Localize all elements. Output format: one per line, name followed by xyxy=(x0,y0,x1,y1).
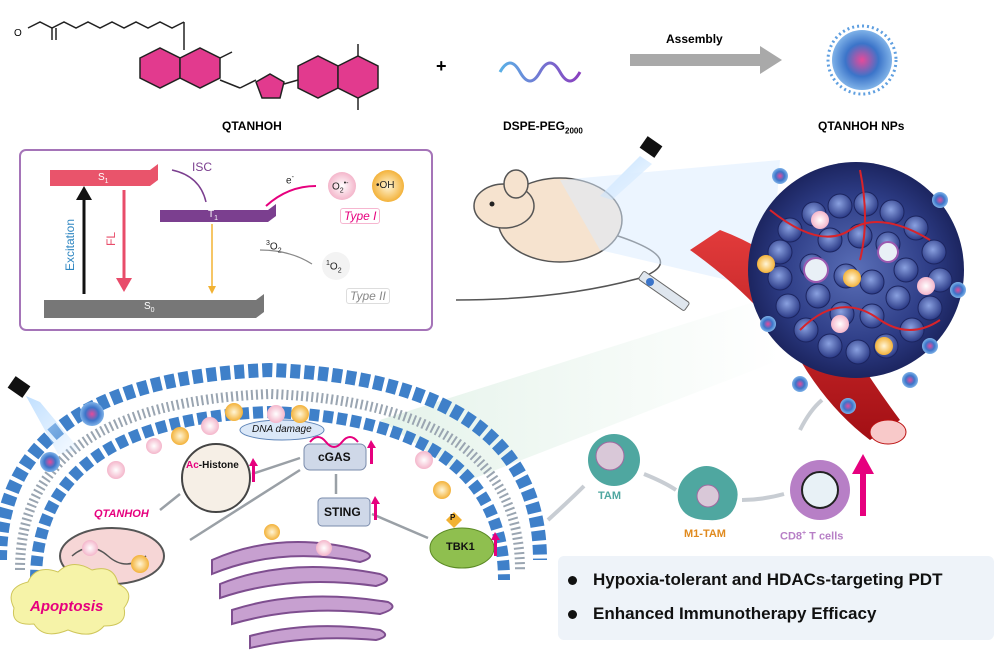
nanoparticles-label: QTANHOH NPs xyxy=(818,119,905,133)
pathway-arrows xyxy=(159,456,429,542)
s0-letter: S xyxy=(144,301,151,312)
isc-arrow xyxy=(171,169,207,203)
singlet-oxygen-letter: O xyxy=(329,261,338,273)
ac-histone-label: Ac-Histone xyxy=(186,460,239,471)
electron-label: e- xyxy=(286,174,294,186)
highlight-item: Enhanced Immunotherapy Efficacy xyxy=(568,604,876,624)
qtanhoh-label: QTANHOH xyxy=(222,119,282,133)
syringe-icon xyxy=(638,271,690,311)
histone-nucleus xyxy=(181,443,251,513)
t1-level xyxy=(160,204,276,222)
highlight-text: Enhanced Immunotherapy Efficacy xyxy=(593,604,877,623)
highlights-panel: Hypoxia-tolerant and HDACs-targeting PDT… xyxy=(558,556,994,640)
phospho-label: P xyxy=(450,513,456,522)
upregulation-arrows xyxy=(249,440,500,556)
cd8-increase-arrow xyxy=(852,454,874,516)
histone-text: -Histone xyxy=(198,460,239,471)
s1-level xyxy=(50,164,158,186)
cell-nanoparticles xyxy=(40,402,104,472)
phospho-marker xyxy=(446,512,462,528)
excitation-label: Excitation xyxy=(63,218,78,272)
electron-sup: - xyxy=(291,174,294,181)
highlight-item: Hypoxia-tolerant and HDACs-targeting PDT xyxy=(568,570,942,590)
dspe-peg-label: DSPE-PEG2000 xyxy=(503,119,583,135)
m1-tam-cell xyxy=(677,466,738,521)
qtanhoh-cell-label: QTANHOH xyxy=(94,508,149,520)
s1-sub: 1 xyxy=(104,178,109,185)
cd8-text: CD8 xyxy=(780,530,803,543)
superoxide-letter: O xyxy=(332,181,340,193)
t1-sub: 1 xyxy=(214,215,219,222)
fl-label: FL xyxy=(104,231,119,247)
cgas-label: cGAS xyxy=(318,450,351,464)
endoplasmic-reticulum xyxy=(211,541,394,650)
type1-arrow xyxy=(265,185,317,207)
assembly-arrow xyxy=(630,46,782,74)
superoxide-label: O2•- xyxy=(332,180,348,194)
electron-letter: e xyxy=(286,175,292,187)
cell-ros-markers xyxy=(82,403,451,573)
triplet-oxygen-sup: 3 xyxy=(266,240,270,247)
tam-label: TAM xyxy=(598,490,622,502)
type2-arrow xyxy=(259,249,313,265)
apoptosis-cloud xyxy=(10,564,130,635)
tam-cell xyxy=(588,434,640,486)
t1-label: T1 xyxy=(208,209,218,222)
apoptosis-label: Apoptosis xyxy=(30,598,104,615)
nanoparticle-icon xyxy=(826,24,898,96)
singlet-oxygen-sup: 1 xyxy=(326,260,330,267)
hydroxyl-label: •OH xyxy=(376,180,395,191)
polymer-subscript: 2000 xyxy=(565,126,583,136)
s0-sub: 0 xyxy=(150,307,155,314)
type1-label: Type I xyxy=(340,208,381,224)
singlet-oxygen-label: 1O2 xyxy=(326,260,342,274)
cgas-box xyxy=(303,443,367,471)
cd8-suffix: T cells xyxy=(806,530,844,543)
type2-label: Type II xyxy=(346,288,390,304)
hydroxyl-icon xyxy=(372,170,404,202)
superoxide-sub: 2 xyxy=(339,187,344,195)
nanoparticles-around-tumor xyxy=(760,168,966,414)
t1-letter: T xyxy=(208,209,215,220)
triplet-oxygen-label: 3O2 xyxy=(266,240,282,254)
plus-sign: + xyxy=(436,56,447,76)
cell-membrane-outer xyxy=(0,362,547,561)
vessel-branches xyxy=(769,169,941,331)
s0-level xyxy=(44,294,264,318)
isc-label: ISC xyxy=(192,160,213,174)
tumor-ros-markers xyxy=(757,211,935,355)
cd8-t-cell xyxy=(790,460,850,520)
sting-label: STING xyxy=(324,505,361,519)
qtanhoh-structure xyxy=(27,21,379,110)
ac-prefix: Ac xyxy=(186,460,199,471)
triplet-oxygen-sub: 2 xyxy=(277,247,282,255)
assembly-label: Assembly xyxy=(666,32,723,46)
highlight-text: Hypoxia-tolerant and HDACs-targeting PDT xyxy=(593,570,943,589)
s1-label: S1 xyxy=(98,172,109,185)
immune-arrows xyxy=(546,398,824,522)
peg-chain xyxy=(498,61,582,83)
singlet-oxygen-icon xyxy=(322,252,350,280)
dna-damage-label: DNA damage xyxy=(252,424,312,435)
polymer-name: DSPE-PEG xyxy=(503,119,566,133)
superoxide-sup: •- xyxy=(343,180,349,187)
cd8-label: CD8+ T cells xyxy=(780,530,843,543)
cd8-sup: + xyxy=(802,530,807,537)
m1-tam-label: M1-TAM xyxy=(684,528,726,540)
bullet-icon xyxy=(568,576,577,586)
s1-letter: S xyxy=(98,172,105,183)
sting-box xyxy=(317,497,371,527)
glow-band xyxy=(380,300,780,480)
s0-label: S0 xyxy=(144,301,155,314)
bullet-icon xyxy=(568,610,577,620)
dna-strand xyxy=(309,436,359,448)
tbk1-label: TBK1 xyxy=(446,541,475,553)
triplet-oxygen-letter: O xyxy=(269,241,278,253)
superoxide-icon xyxy=(328,172,356,200)
singlet-oxygen-sub: 2 xyxy=(337,267,342,275)
hydroxamic-acid-label: O xyxy=(14,28,22,39)
cell-laser-icon xyxy=(7,376,80,454)
